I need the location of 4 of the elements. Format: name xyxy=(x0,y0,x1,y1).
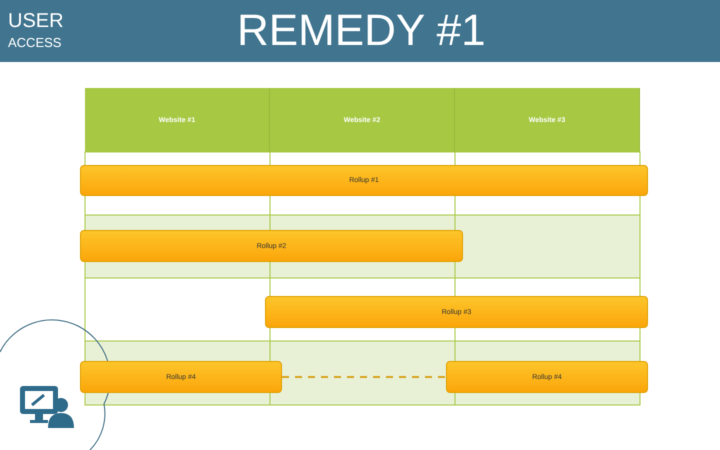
heading-text: USER xyxy=(8,10,64,32)
heading-text: ACCESS xyxy=(8,35,62,50)
dashed-connector xyxy=(282,376,446,378)
slide-title: REMEDY #1 xyxy=(237,6,486,56)
